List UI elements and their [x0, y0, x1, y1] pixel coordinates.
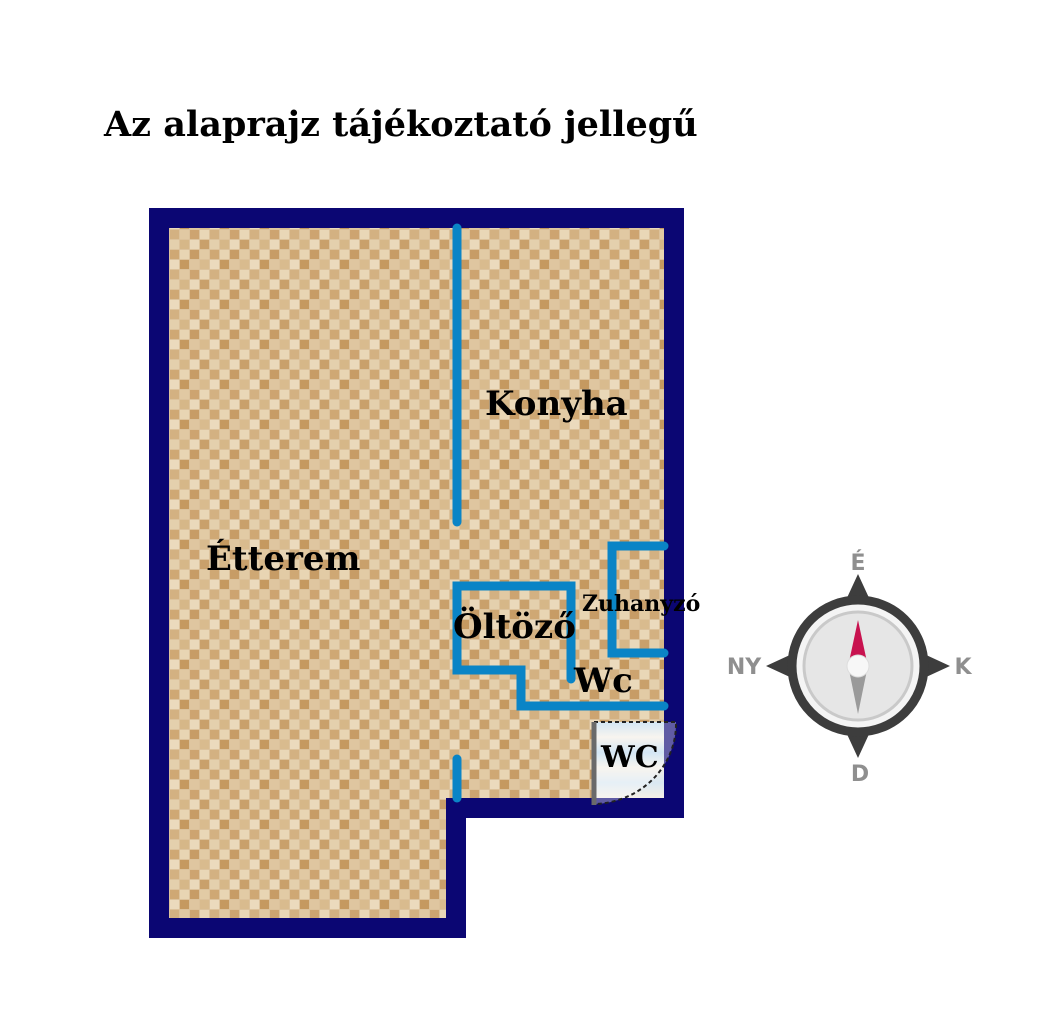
wc-room [591, 721, 678, 805]
room-label-konyha: Konyha [485, 384, 628, 424]
compass-pointer-north [846, 574, 870, 600]
room-label-zuhanyzo: Zuhanyzó [582, 591, 700, 617]
compass-needle-north [849, 620, 867, 662]
room-label-etterem: Étterem [206, 538, 361, 579]
compass-pointer-south [846, 732, 870, 758]
room-label-oltozo: Öltöző [453, 606, 576, 647]
room-label-wc-upper: Wc [573, 661, 633, 701]
room-label-wc-lower: WC [600, 740, 659, 775]
outer-wall [149, 208, 684, 938]
door-swing [593, 721, 678, 805]
compass: É D NY K [727, 550, 973, 787]
compass-hub [846, 654, 870, 678]
floor-tiles [169, 228, 664, 918]
compass-pointer-east [924, 654, 950, 678]
page-title: Az alaprajz tájékoztató jellegű [103, 104, 698, 145]
compass-label-west: NY [727, 655, 762, 680]
compass-label-south: D [851, 762, 869, 787]
compass-pointer-west [766, 654, 792, 678]
inner-walls [452, 223, 669, 803]
compass-needle-south [849, 670, 867, 714]
compass-label-north: É [850, 550, 865, 576]
compass-label-east: K [954, 655, 972, 680]
